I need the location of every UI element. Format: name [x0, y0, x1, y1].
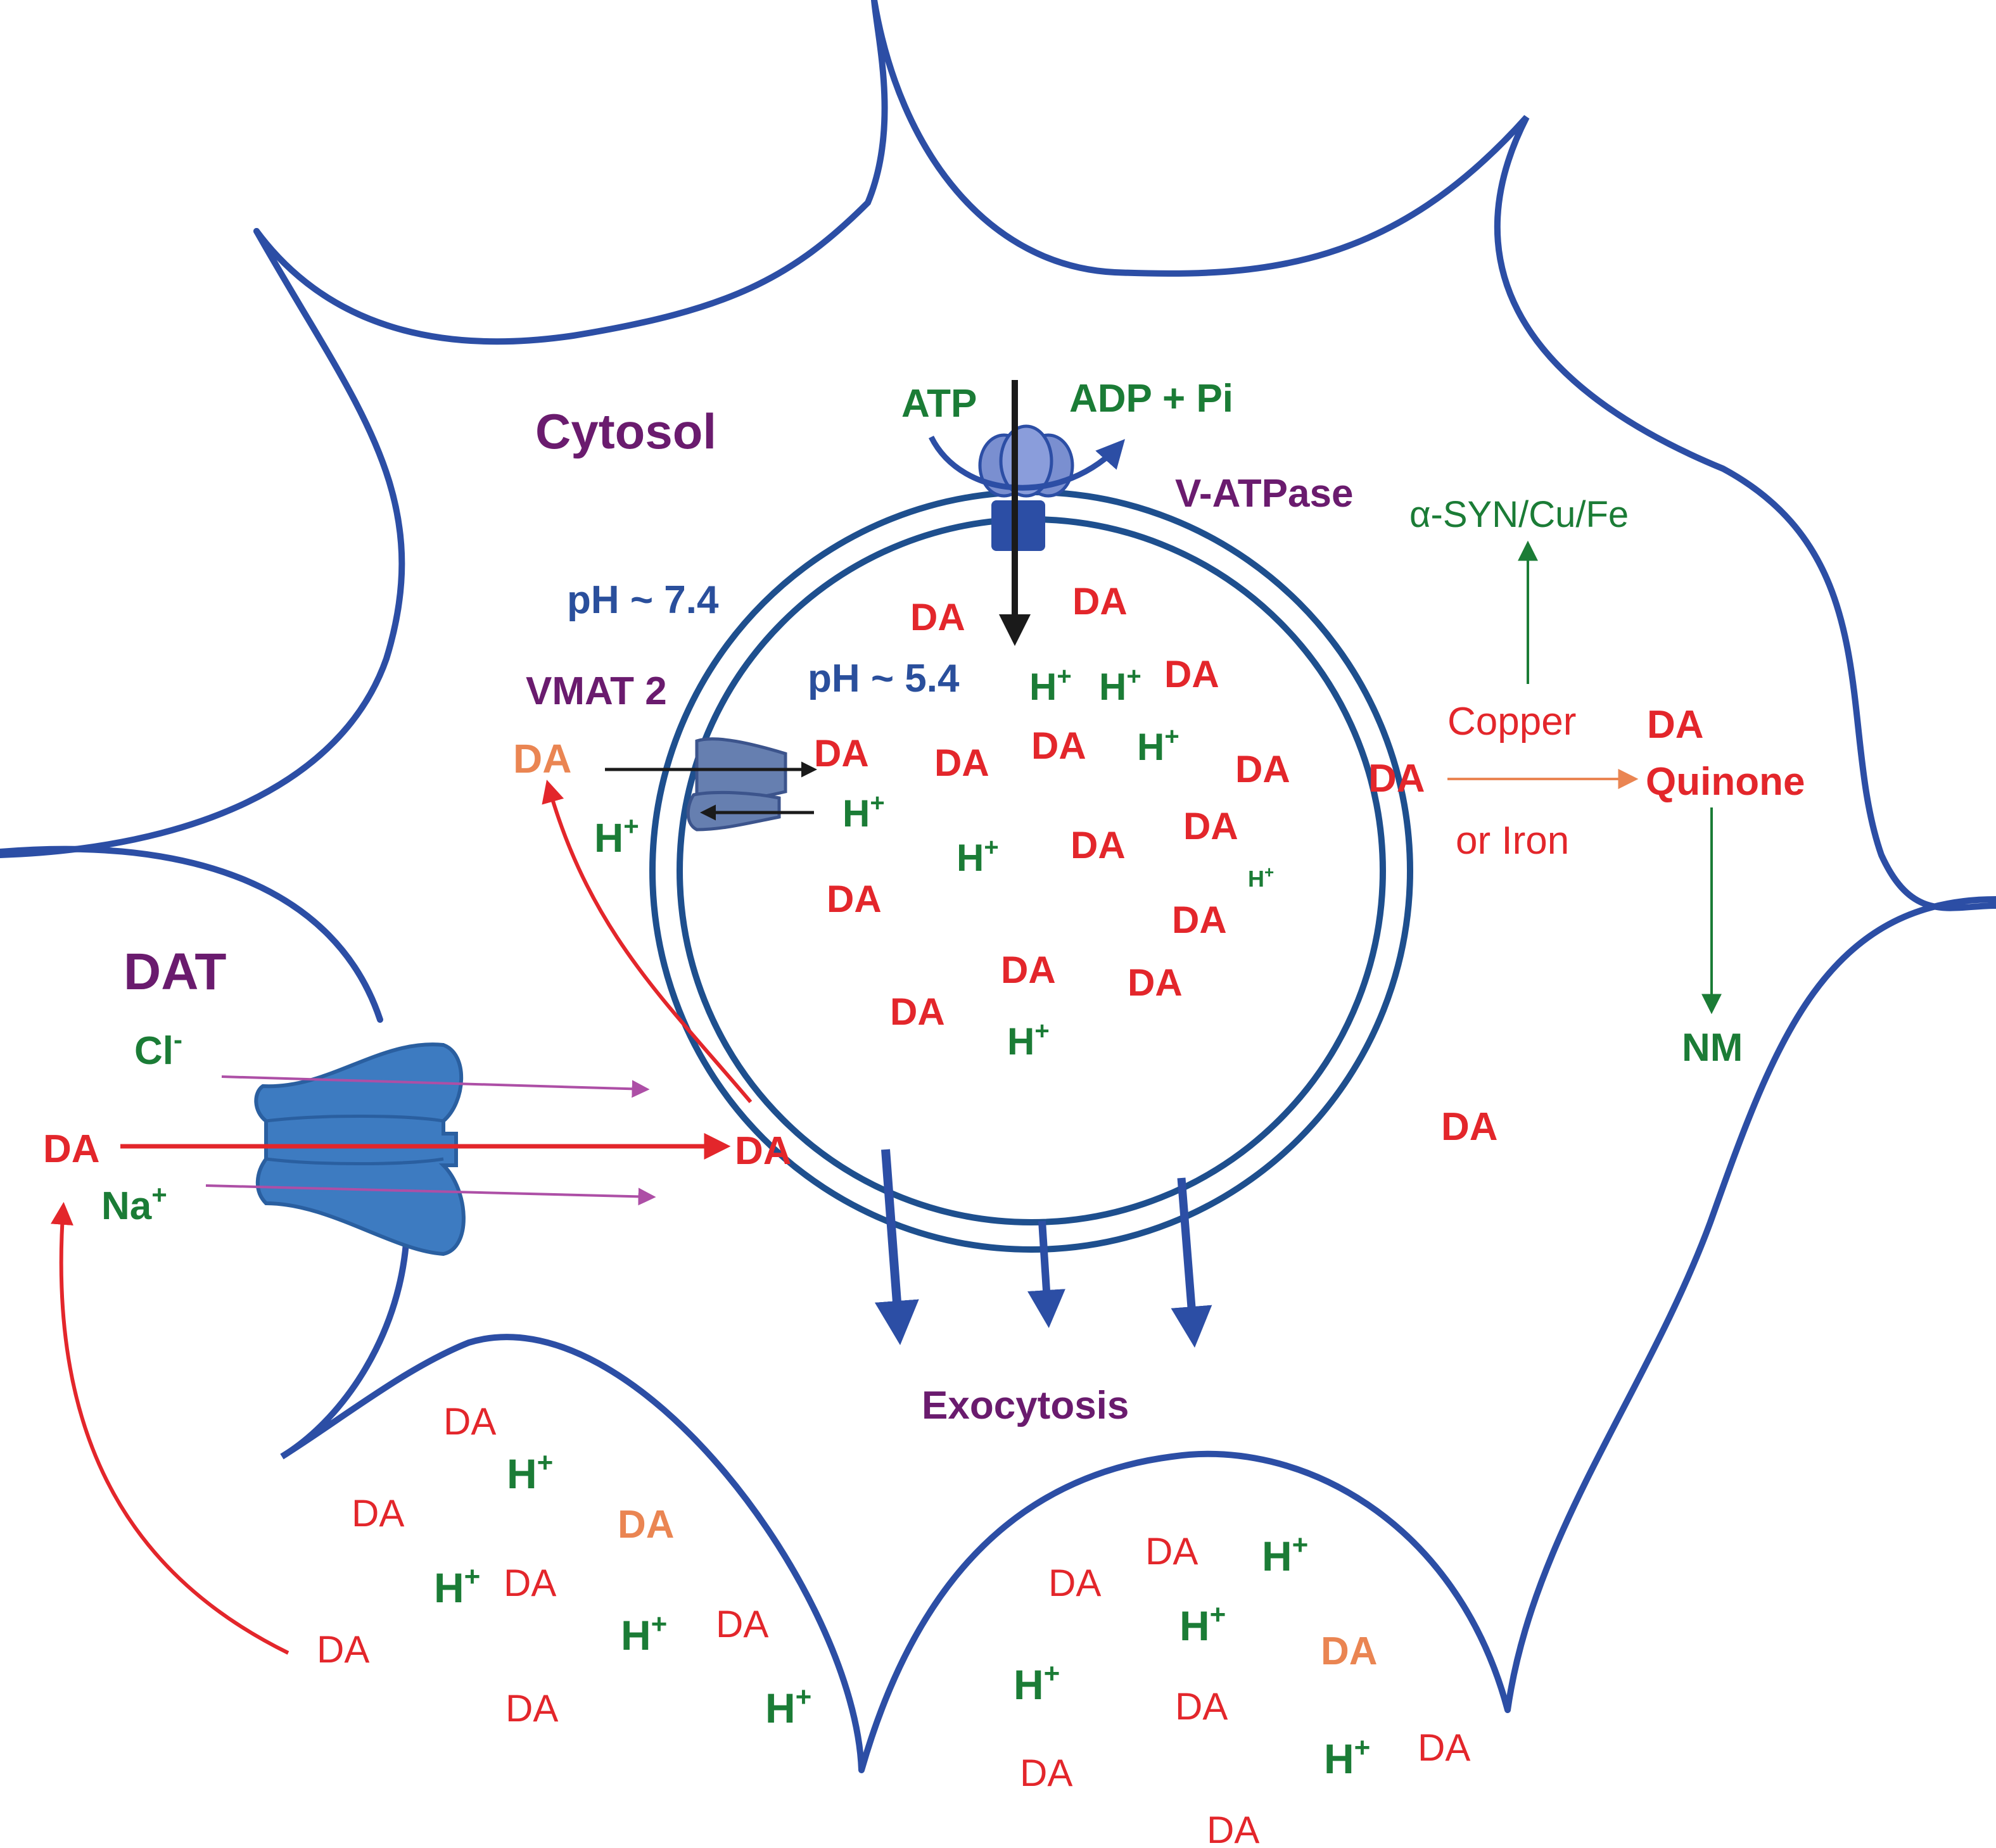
proton: H+: [507, 1447, 553, 1497]
cleft-da: DA: [716, 1603, 768, 1645]
sodium-ion: Na+: [101, 1180, 167, 1228]
cell-membrane: [0, 0, 1996, 1773]
vesicle-inner-membrane: [677, 516, 1386, 1225]
cleft-h-ions: H+ H+ H+ H+ H+ H+ H+ H+: [434, 1447, 1370, 1782]
proton: H+: [621, 1609, 667, 1659]
cytosol-da: DA: [513, 736, 571, 782]
syn-cu-fe-label: α-SYN/Cu/Fe: [1409, 494, 1629, 535]
vesicle-da: DA: [1001, 949, 1056, 991]
cleft-da: DA: [1020, 1752, 1072, 1794]
vmat2-label: VMAT 2: [526, 669, 667, 713]
dat-label: DAT: [124, 943, 226, 1001]
cleft-da: DA: [1418, 1726, 1470, 1769]
cleft-da: DA: [317, 1628, 369, 1671]
cell-membrane-left: [0, 228, 405, 858]
vesicle-h-ions: H+ H+ H+ H+ H+ H+ H+: [842, 662, 1274, 1063]
copper-label: Copper: [1447, 700, 1576, 744]
vesicle-da: DA: [1164, 653, 1219, 695]
cl-cotransport-arrow: [221, 1075, 650, 1098]
vesicle-da: DA: [1235, 748, 1290, 790]
da-quinone-label-quinone: Quinone: [1646, 760, 1805, 804]
v-atpase-label: V-ATPase: [1175, 472, 1353, 516]
exocytosis-label: Exocytosis: [922, 1384, 1129, 1427]
vesicle-da: DA: [910, 596, 965, 638]
vesicle-ph-label: pH ~ 5.4: [808, 657, 960, 700]
cleft-da: DA: [504, 1562, 556, 1604]
cleft-da: DA: [1207, 1809, 1259, 1848]
proton: H+: [434, 1561, 480, 1611]
vesicle-da: DA: [890, 990, 945, 1033]
proton: H+: [1014, 1658, 1060, 1708]
vesicle-da: DA: [1071, 824, 1126, 866]
vmat2-transporter: [686, 737, 787, 832]
nm-label: NM: [1682, 1026, 1743, 1070]
cytosol-ph-label: pH ~ 7.4: [567, 578, 719, 622]
proton: H+: [1029, 662, 1072, 708]
cytosol-label: Cytosol: [535, 403, 716, 459]
proton: H+: [957, 833, 999, 879]
da-quinone-label-da: DA: [1647, 703, 1704, 747]
proton: H+: [1262, 1529, 1308, 1579]
proton: H+: [1324, 1732, 1370, 1782]
cleft-da: DA: [1321, 1630, 1378, 1673]
or-iron-label: or Iron: [1456, 819, 1569, 863]
cleft-da: DA: [1175, 1685, 1228, 1728]
dat-transporter: [254, 1042, 466, 1256]
vesicle-da: DA: [814, 732, 869, 775]
da-to-vmat2-arrow: [542, 780, 753, 1103]
proton: H+: [1007, 1017, 1050, 1063]
adp-pi-label: ADP + Pi: [1069, 377, 1233, 421]
proton: H+: [1099, 662, 1141, 708]
cytosol-da: DA: [735, 1129, 792, 1173]
exocytosis-arrow-3: [1171, 1177, 1212, 1348]
extracellular-da: DA: [43, 1127, 100, 1171]
extracellular-da-return-arrow: [50, 1201, 289, 1655]
cleft-da: DA: [618, 1503, 675, 1547]
vesicle-da: DA: [827, 878, 882, 920]
cytosol-da: DA: [1368, 757, 1425, 801]
atp-label: ATP: [901, 382, 977, 426]
chloride-ion: Cl-: [134, 1025, 182, 1073]
proton: H+: [1179, 1599, 1226, 1649]
cleft-da: DA: [443, 1400, 496, 1443]
proton: H+: [594, 811, 639, 861]
vesicle-da: DA: [1072, 580, 1128, 623]
exocytosis-arrow-1: [874, 1149, 919, 1345]
vesicle-da: DA: [1172, 899, 1227, 941]
proton: H+: [765, 1681, 811, 1731]
proton: H+: [1137, 723, 1179, 768]
cleft-da: DA: [1048, 1562, 1101, 1604]
vesicle-da: DA: [1031, 725, 1086, 767]
cytosol-h-ions: H+: [594, 811, 639, 861]
proton: H+: [1248, 863, 1274, 892]
vesicle-da: DA: [1128, 961, 1183, 1004]
vesicle-da: DA: [1183, 805, 1238, 847]
proton: H+: [842, 789, 885, 835]
na-cotransport-arrow: [205, 1184, 656, 1206]
exocytosis-arrow-2: [1027, 1220, 1065, 1328]
cytosol-da: DA: [1441, 1105, 1498, 1149]
vesicle-da: DA: [934, 742, 989, 784]
cleft-da: DA: [505, 1687, 558, 1730]
cleft-da: DA: [1145, 1530, 1198, 1573]
cleft-da: DA: [352, 1492, 404, 1535]
